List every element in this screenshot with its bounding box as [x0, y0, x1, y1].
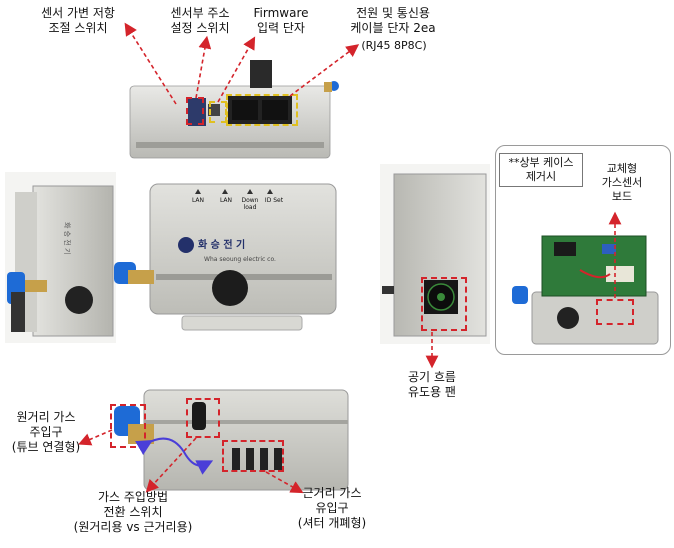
fan-box	[421, 277, 467, 331]
sensor-board-box	[596, 299, 634, 325]
remote-inlet-box	[110, 404, 146, 448]
lan-ports-box	[226, 94, 298, 126]
label-rj45: (RJ45 8P8C)	[361, 39, 427, 52]
label-fan: 공기 흐름 유도용 팬	[408, 370, 456, 399]
inset-board-photo	[510, 226, 660, 346]
brand-english: Wha seoung electric co.	[204, 256, 276, 263]
svg-text:화 승 전 기: 화 승 전 기	[63, 222, 72, 254]
port-label-id-set: ID Set	[264, 197, 284, 204]
inset-title: **상부 케이스 제거시	[499, 153, 583, 187]
front-view-photo	[112, 178, 338, 335]
port-label-download: Down load	[241, 197, 259, 211]
arrow-address-switch	[195, 35, 212, 99]
label-address-switch: 센서부 주소 설정 스위치	[170, 6, 230, 35]
label-power-comm: 전원 및 통신용 케이블 단자 2ea	[350, 6, 436, 35]
arrow-power-comm	[289, 44, 360, 97]
label-switch-mode: 가스 주입방법 전환 스위치 (원거리용 vs 근거리용)	[73, 490, 193, 534]
inset-panel	[495, 145, 671, 355]
arrow-sensor-adjust	[124, 22, 177, 105]
arrow-switch-direction	[135, 437, 214, 475]
brand-korean: 화 승 전 기	[198, 240, 246, 251]
arrow-switch	[145, 437, 197, 493]
right-side-photo	[380, 164, 490, 344]
arrow-near-inlet	[265, 471, 304, 494]
near-inlet-box	[222, 440, 284, 472]
arrow-remote-inlet	[78, 429, 113, 446]
sensor-board-label: 교체형 가스센서 보드	[601, 162, 643, 203]
arrow-firmware	[217, 36, 256, 103]
address-switch-box	[186, 97, 204, 125]
switch-box	[186, 398, 220, 438]
top-view-photo	[128, 58, 346, 162]
label-firmware: Firmware 입력 단자	[253, 6, 309, 35]
label-near-inlet: 근거리 가스 유입구 (셔터 개폐형)	[297, 486, 367, 530]
label-sensor-adjust: 센서 가변 저항 조절 스위치	[41, 6, 115, 35]
label-remote-inlet: 원거리 가스 주입구 (튜브 연결형)	[11, 410, 81, 454]
left-side-photo: 화 승 전 기	[5, 172, 116, 343]
port-label-lan-2: LAN	[219, 197, 233, 204]
port-label-lan-1: LAN	[191, 197, 205, 204]
